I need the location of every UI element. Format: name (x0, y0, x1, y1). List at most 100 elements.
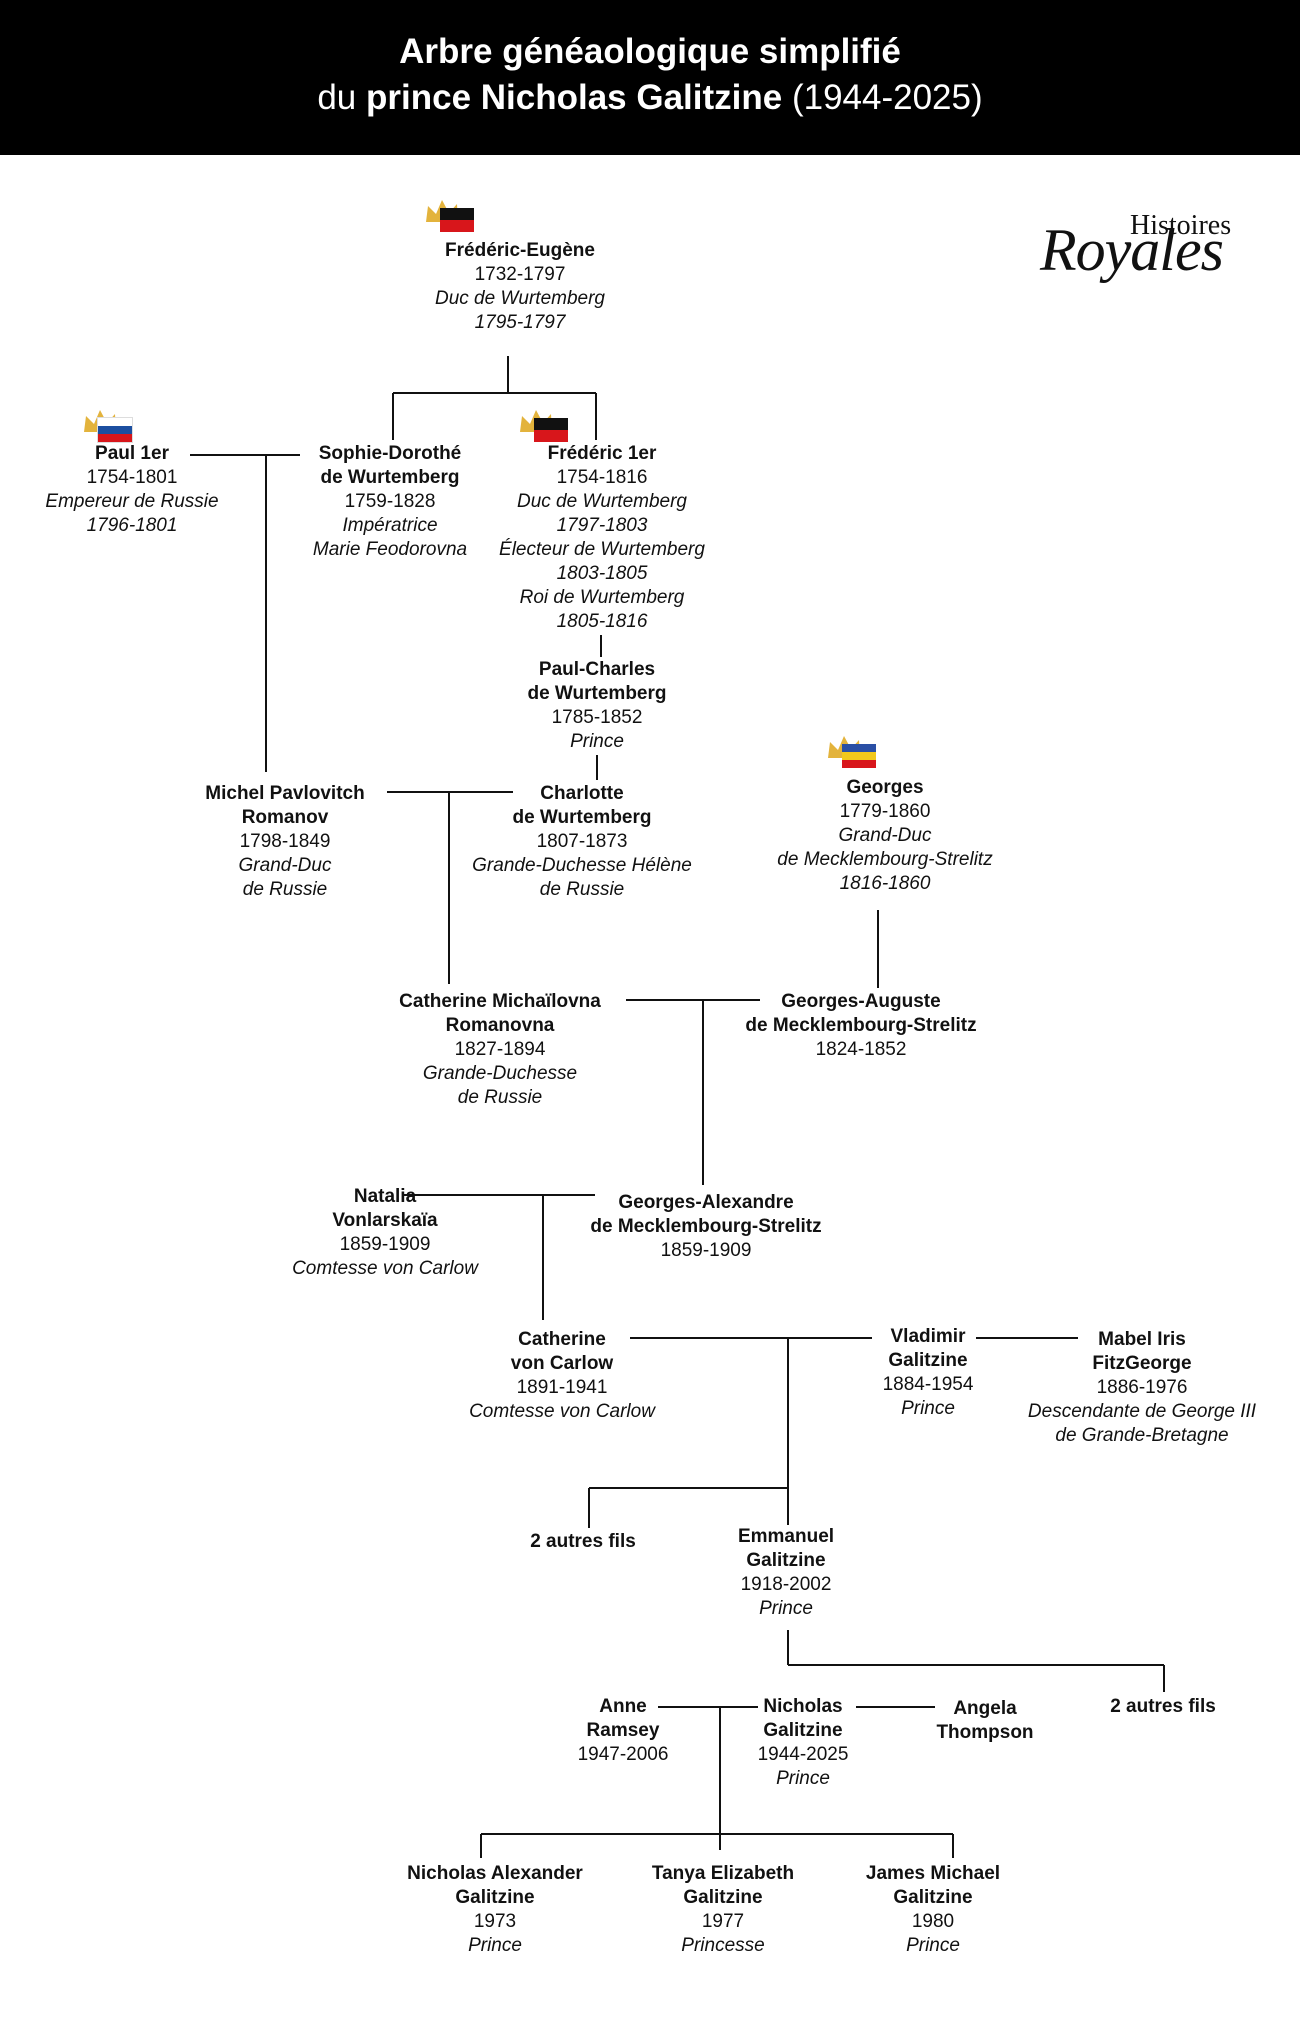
person-title: 1803-1805 (556, 563, 648, 584)
person-name: Galitzine (455, 1887, 535, 1908)
person-dates: 1886-1976 (1096, 1377, 1188, 1398)
person-name: Catherine (518, 1329, 606, 1350)
person-name: Mabel Iris (1098, 1329, 1186, 1350)
person-name: de Mecklembourg-Strelitz (745, 1015, 977, 1036)
person-name: Frédéric 1er (547, 443, 657, 464)
person-name: Galitzine (763, 1720, 843, 1741)
person-name: Vonlarskaïa (332, 1210, 438, 1231)
person-title: Prince (901, 1398, 955, 1419)
person-name: James Michael (865, 1863, 1001, 1884)
person-title: 1805-1816 (556, 611, 648, 632)
person-dates: 1732-1797 (474, 264, 566, 285)
header-banner: Arbre généaologique simplifié du prince … (0, 0, 1300, 155)
flag-icon (97, 417, 133, 443)
badge-wurtemberg-frederic-eugene (424, 196, 480, 238)
flag-icon (534, 418, 568, 442)
person-name: Galitzine (746, 1550, 826, 1571)
person-name: de Wurtemberg (527, 683, 667, 704)
title-line-2: du prince Nicholas Galitzine (1944-2025) (0, 78, 1300, 118)
person-dates: 1759-1828 (344, 491, 436, 512)
person-title: Empereur de Russie (45, 491, 219, 512)
person-title: 1795-1797 (474, 312, 566, 333)
person-title: Duc de Wurtemberg (434, 288, 605, 309)
person-dates: 1859-1909 (339, 1234, 431, 1255)
person-autres-fils-2: 2 autres fils (1088, 1695, 1238, 1719)
person-dates: 1884-1954 (882, 1374, 974, 1395)
line-nicholas-children (480, 1707, 954, 1858)
person-name: Romanovna (445, 1015, 555, 1036)
person-name: von Carlow (510, 1353, 614, 1374)
histoires-royales-logo: Royales Histoires (1040, 190, 1250, 300)
flag-icon (440, 208, 474, 232)
person-title: Prince (570, 731, 624, 752)
person-name: FitzGeorge (1092, 1353, 1192, 1374)
person-name: Vladimir (890, 1326, 966, 1347)
person-title: Prince (776, 1768, 830, 1789)
logo-histoires: Histoires (1130, 210, 1232, 241)
person-name: Charlotte (540, 783, 624, 804)
person-name: 2 autres fils (1110, 1696, 1216, 1717)
person-title: Grande-Duchesse (422, 1063, 578, 1084)
person-title: Grande-Duchesse Hélène (472, 855, 692, 876)
person-title: Comtesse von Carlow (292, 1258, 478, 1279)
person-name: Nicholas Alexander (407, 1863, 583, 1884)
person-title: Prince (906, 1935, 960, 1956)
person-title: Princesse (681, 1935, 765, 1956)
person-name: Angela (953, 1698, 1017, 1719)
person-name: de Wurtemberg (512, 807, 652, 828)
person-name: Tanya Elizabeth (651, 1863, 795, 1884)
person-title: 1816-1860 (839, 873, 931, 894)
person-title: Impératrice (342, 515, 438, 536)
flag-icon (842, 744, 876, 768)
person-dates: 1944-2025 (757, 1744, 849, 1765)
person-title: Prince (468, 1935, 522, 1956)
line-emmanuel-children (787, 1630, 1165, 1692)
person-title: Roi de Wurtemberg (519, 587, 685, 608)
person-title: Comtesse von Carlow (469, 1401, 655, 1422)
person-name: Paul 1er (95, 443, 169, 464)
person-dates: 1973 (473, 1911, 517, 1932)
badge-russia-paul (82, 406, 138, 448)
person-name: 2 autres fils (530, 1531, 636, 1552)
person-name: Georges-Alexandre (618, 1192, 794, 1213)
person-title: de Grande-Bretagne (1055, 1425, 1229, 1446)
person-name: Catherine Michaïlovna (399, 991, 601, 1012)
person-title: de Russie (242, 879, 328, 900)
person-title: 1797-1803 (556, 515, 648, 536)
person-dates: 1947-2006 (577, 1744, 669, 1765)
person-title: Descendante de George III (1027, 1401, 1257, 1422)
person-dates: 1824-1852 (815, 1039, 907, 1060)
line-catherine-vladimir-children (588, 1338, 789, 1528)
person-name: Michel Pavlovitch (205, 783, 365, 804)
title-line-2-bold: prince Nicholas Galitzine (366, 78, 783, 117)
person-name: Frédéric-Eugène (445, 240, 595, 261)
title-line-1: Arbre généaologique simplifié (399, 32, 901, 71)
person-title: de Mecklembourg-Strelitz (777, 849, 993, 870)
person-dates: 1807-1873 (536, 831, 628, 852)
person-dates: 1891-1941 (516, 1377, 608, 1398)
person-dates: 1827-1894 (454, 1039, 546, 1060)
person-name: Georges-Auguste (781, 991, 941, 1012)
person-name: Nicholas (763, 1696, 843, 1717)
person-dates: 1779-1860 (839, 801, 931, 822)
person-dates: 1785-1852 (551, 707, 643, 728)
person-name: Natalia (353, 1186, 417, 1207)
person-name: Emmanuel (737, 1526, 835, 1547)
person-title: de Russie (539, 879, 625, 900)
person-name: Georges (846, 777, 924, 798)
